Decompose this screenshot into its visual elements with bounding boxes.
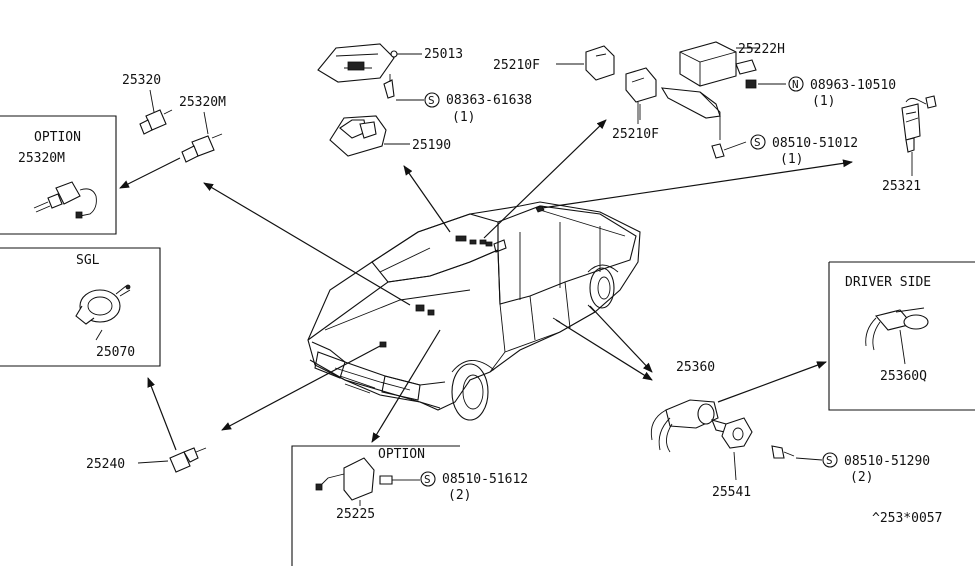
option-box-title: OPTION — [34, 130, 81, 145]
label-25320M: 25320M — [179, 95, 226, 110]
part-25222H-drawing — [679, 41, 760, 89]
marker-s-08510-51012: S — [754, 136, 761, 149]
part-25240-drawing — [137, 447, 207, 473]
part-08510-51290-drawing: S — [771, 445, 838, 468]
part-25070-drawing — [75, 284, 131, 325]
diagram-code: ^253*0057 — [872, 511, 942, 526]
driver-side-box-title: DRIVER SIDE — [845, 275, 931, 290]
label-25190: 25190 — [412, 138, 451, 153]
leader-25541 — [733, 451, 737, 481]
leader-arrows — [119, 119, 853, 451]
label-25222H: 25222H — [738, 42, 785, 57]
part-25210F-top-drawing — [556, 45, 615, 81]
label-25070: 25070 — [96, 345, 135, 360]
part-25190-drawing — [329, 115, 410, 157]
label-25210F-top: 25210F — [493, 58, 540, 73]
label-08963-10510-qty: (1) — [812, 94, 835, 109]
label-leaders — [95, 102, 913, 506]
part-25321-drawing — [901, 95, 937, 153]
label-25240: 25240 — [86, 457, 125, 472]
part-25210F-bottom-drawing — [625, 67, 721, 140]
label-25321: 25321 — [882, 179, 921, 194]
label-08363-61638: 08363-61638 — [446, 93, 532, 108]
label-08963-10510: 08963-10510 — [810, 78, 896, 93]
part-25225-drawing — [315, 457, 404, 501]
part-25320M-option-drawing — [33, 181, 97, 219]
marker-s-08510-51290: S — [826, 454, 833, 467]
option-box-bottom: OPTION 25225 — [291, 445, 460, 566]
marker-n-08963: N — [792, 78, 799, 91]
label-08510-51290: 08510-51290 — [844, 454, 930, 469]
label-25320: 25320 — [122, 73, 161, 88]
label-08510-51612-qty: (2) — [448, 488, 471, 503]
part-25013-drawing — [317, 43, 422, 99]
label-25013: 25013 — [424, 47, 463, 62]
label-25320M-option: 25320M — [18, 151, 65, 166]
part-25360-drawing — [650, 399, 753, 453]
sgl-box-title: SGL — [76, 253, 100, 268]
car-illustration — [307, 201, 641, 421]
part-25320M-drawing — [181, 111, 223, 163]
part-08963-10510-drawing: N — [758, 76, 804, 92]
label-25210F-bottom: 25210F — [612, 127, 659, 142]
driver-side-box: DRIVER SIDE 25360Q — [828, 261, 975, 411]
part-08510-51012-drawing: S — [711, 134, 766, 159]
label-25541: 25541 — [712, 485, 751, 500]
marker-s-08510-51612: S — [424, 473, 431, 486]
part-25320-drawing — [139, 89, 173, 135]
part-08510-51612-drawing: S — [404, 471, 436, 487]
label-08510-51012: 08510-51012 — [772, 136, 858, 151]
option-box-top: OPTION 25320M — [0, 115, 117, 235]
part-25360Q-drawing — [865, 307, 929, 351]
label-25225: 25225 — [336, 507, 375, 522]
label-25360: 25360 — [676, 360, 715, 375]
label-08510-51012-qty: (1) — [780, 152, 803, 167]
sgl-box: SGL 25070 — [0, 247, 161, 367]
label-08510-51290-qty: (2) — [850, 470, 873, 485]
label-08363-61638-qty: (1) — [452, 110, 475, 125]
label-08510-51612: 08510-51612 — [442, 472, 528, 487]
label-25360Q: 25360Q — [880, 369, 927, 384]
option-box-bottom-title: OPTION — [378, 447, 425, 462]
marker-s-08363: S — [428, 94, 435, 107]
part-08363-61638-drawing: S — [396, 92, 440, 108]
